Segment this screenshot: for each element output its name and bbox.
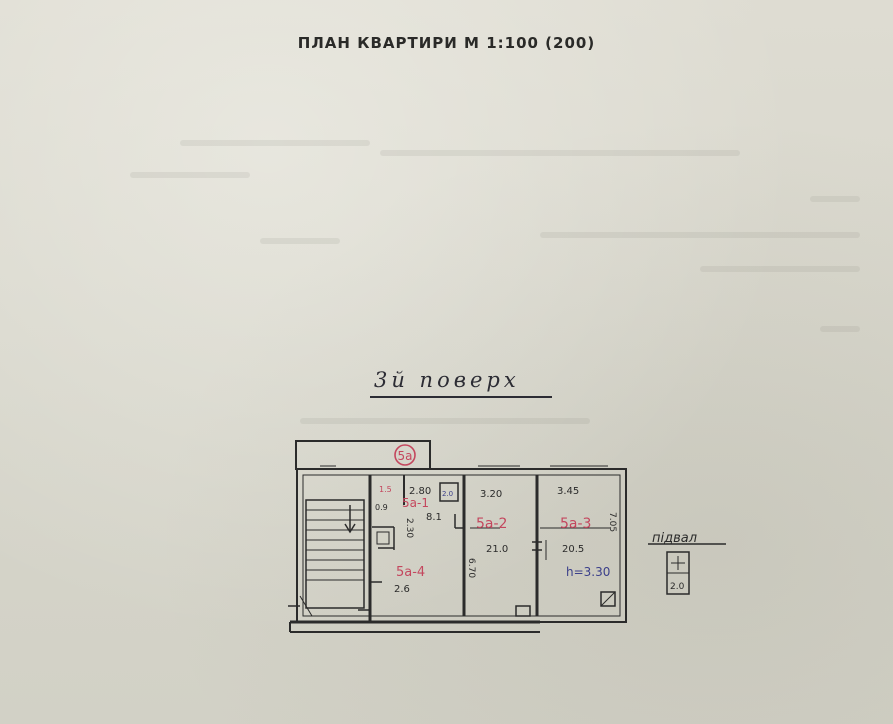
apartment-mark: 5а <box>398 449 413 463</box>
dimension-320: 3.20 <box>480 489 502 500</box>
apartment-mark-circle <box>394 444 416 466</box>
wardrobe <box>600 591 616 607</box>
dimension-09: 0.9 <box>375 503 388 512</box>
show-through-line <box>810 196 860 202</box>
room-1-area: 8.1 <box>426 512 442 523</box>
room-1-label: 5а-1 <box>402 496 429 510</box>
bath-sink <box>376 531 390 545</box>
show-through-line <box>380 150 740 156</box>
dimension-345: 3.45 <box>557 486 579 497</box>
basement-label: підвал <box>652 531 697 546</box>
show-through-line <box>260 238 340 244</box>
room-4-label: 5а-4 <box>396 565 425 580</box>
document-title: ПЛАН КВАРТИРИ М 1:100 (200) <box>297 34 596 52</box>
dimension-705: 7.05 <box>607 512 617 532</box>
show-through-line <box>300 418 590 424</box>
show-through-line <box>130 172 250 178</box>
floor-label: 3й поверх <box>374 368 520 392</box>
ceiling-height-note: h=3.30 <box>566 565 610 579</box>
show-through-line <box>820 326 860 332</box>
room-4-area: 2.6 <box>394 584 410 595</box>
show-through-line <box>700 266 860 272</box>
room-3-area: 20.5 <box>562 544 584 555</box>
room-2-label: 5а-2 <box>476 516 507 532</box>
dimension-280: 2.80 <box>409 486 431 497</box>
basement-area: 2.0 <box>670 582 685 592</box>
outer-wall-inner <box>302 474 621 617</box>
stove-area: 2.0 <box>442 490 453 498</box>
room-3-label: 5а-3 <box>560 516 591 532</box>
dimension-670: 6.70 <box>466 558 476 578</box>
room-2-area: 21.0 <box>486 544 508 555</box>
staircase <box>305 499 365 609</box>
show-through-line <box>180 140 370 146</box>
show-through-line <box>540 232 860 238</box>
floor-label-underline <box>370 396 552 398</box>
dimension-15: 1.5 <box>379 485 392 494</box>
stair-arrow-head <box>344 523 356 534</box>
stove <box>439 482 459 502</box>
dimension-230: 2.30 <box>404 518 414 538</box>
entry-block <box>515 605 531 617</box>
